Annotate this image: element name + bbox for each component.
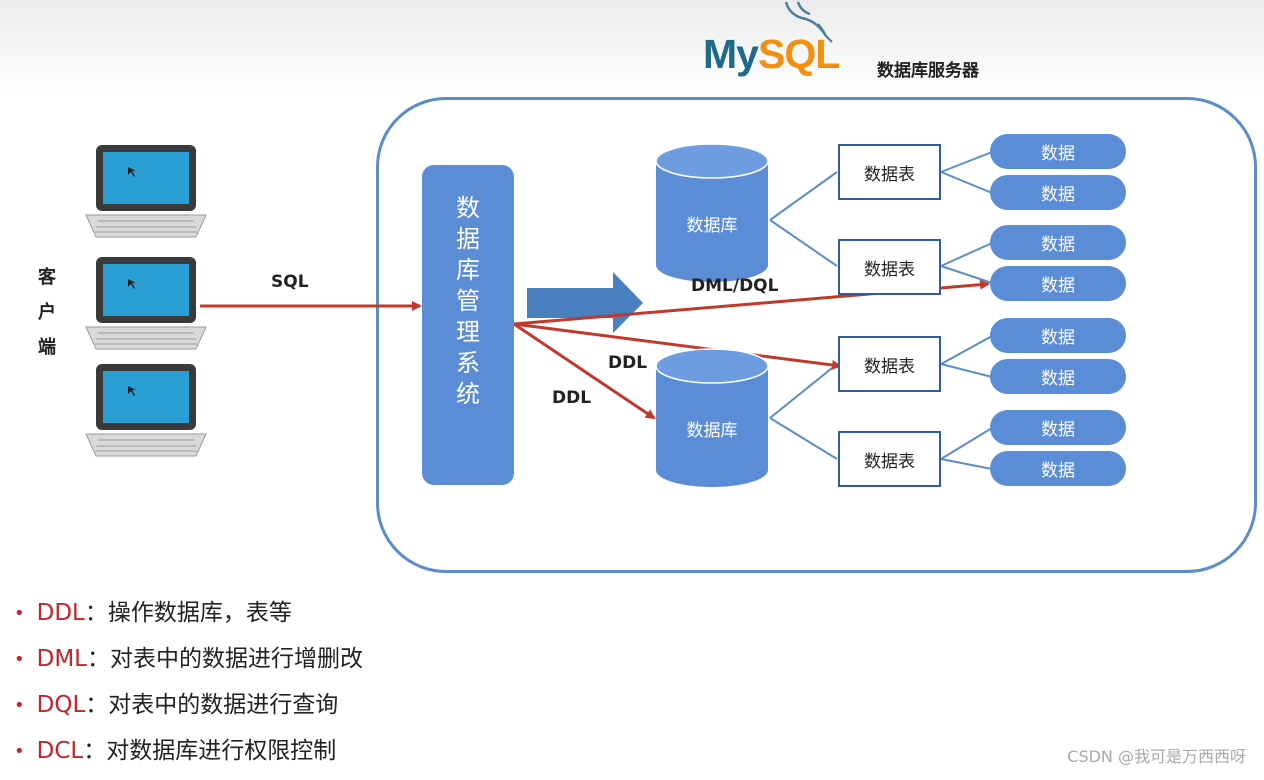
dbms-char: 据 [456,225,480,253]
ddl-arrow-db [513,322,656,420]
data-pill: 数据 [990,451,1126,486]
dbms-char: 理 [456,318,480,346]
ddl-label: DDL [608,353,648,373]
database-server-container [376,97,1257,573]
dbms-char: 系 [456,349,480,377]
mysql-logo: MySQL [703,31,840,77]
dolphin-icon [784,1,833,43]
bullet-dot-icon: • [14,648,25,670]
bullet-dot-icon: • [14,694,25,716]
client-laptop-icon [84,253,208,355]
database-label: 数据库 [686,421,738,441]
data-pill: 数据 [990,134,1126,169]
dbms-char: 管 [456,287,480,315]
list-item: •DDL：操作数据库，表等 [14,600,292,626]
flow-arrow-icon [527,272,643,333]
data-pill: 数据 [990,359,1126,394]
sql-label: SQL [271,272,309,292]
tree-lines [769,151,993,470]
data-pill: 数据 [990,175,1126,210]
list-item: •DQL：对表中的数据进行查询 [14,692,339,718]
client-label: 客户端 [38,267,56,358]
definition-list: •DDL：操作数据库，表等 •DML：对表中的数据进行增删改 •DQL：对表中的… [14,596,363,780]
data-pill: 数据 [990,225,1126,260]
bullet-dot-icon: • [14,740,25,762]
dbms-char: 库 [456,256,480,284]
dbms-char: 统 [456,380,480,408]
dbms-char: 数 [456,194,480,222]
ddl-label: DDL [552,388,592,408]
client-laptop-icon [84,141,208,243]
dbms-block: 数 据 库 管 理 系 统 [422,165,514,485]
data-pill: 数据 [990,266,1126,301]
list-item: •DML：对表中的数据进行增删改 [14,646,363,672]
watermark: CSDN @我可是万西西呀 [1067,747,1246,766]
database-cylinder: 数据库 [655,348,769,488]
table-box: 数据表 [838,239,941,295]
client-laptop-icon [84,360,208,462]
data-pill: 数据 [990,318,1126,353]
bullet-dot-icon: • [14,602,25,624]
database-cylinder: 数据库 [655,143,769,283]
server-title: 数据库服务器 [877,61,979,81]
ddl-arrow-table [513,322,842,370]
trademark-mark: ™ [830,66,836,72]
database-label: 数据库 [686,216,738,236]
list-item: •DCL：对数据库进行权限控制 [14,738,337,764]
table-box: 数据表 [838,431,941,487]
table-box: 数据表 [838,144,941,200]
table-box: 数据表 [838,336,941,392]
header-band [0,0,1264,95]
data-pill: 数据 [990,410,1126,445]
dml-dql-label: DML/DQL [691,276,779,296]
